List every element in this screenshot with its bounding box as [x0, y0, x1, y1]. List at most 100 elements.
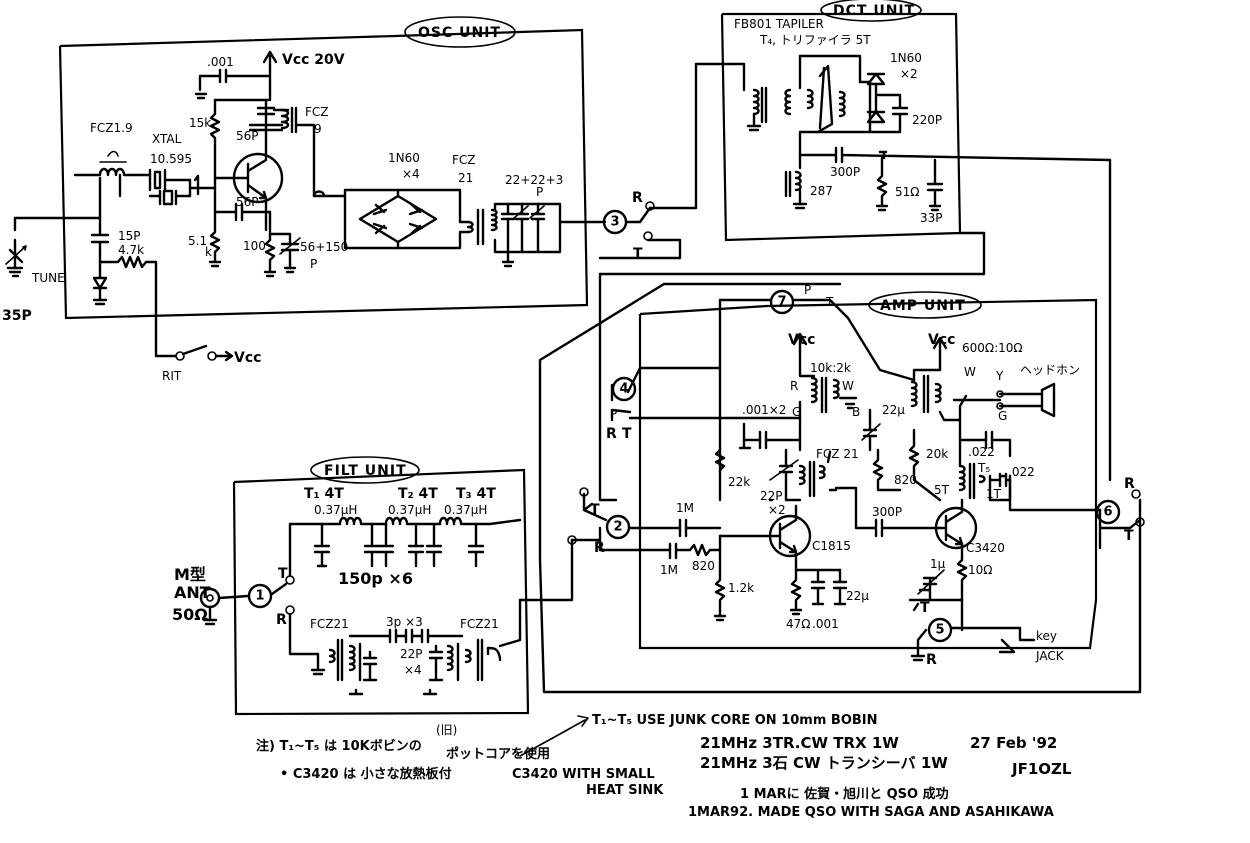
node-4: 4 [611, 376, 637, 402]
amp-vcc2: Vcc [928, 332, 955, 348]
filt-t2: T₂ 4T [398, 486, 438, 502]
node-6: 6 [1095, 499, 1121, 525]
osc-c224-label: 22+22+3 [505, 173, 563, 187]
amp-c300p: 300P [872, 505, 902, 519]
switch-5-t: T [920, 600, 930, 616]
note-call: JF1OZL [1011, 760, 1072, 778]
switch-1-t: T [278, 566, 288, 582]
node-3: 3 [602, 209, 628, 235]
amp-c022-a: .022 [968, 445, 995, 459]
osc-unit-title: OSC UNIT [418, 25, 501, 41]
osc-fcz9-label-b: 9 [314, 122, 322, 136]
amp-r20k: 20k [926, 447, 948, 461]
osc-fcz21-b: 21 [458, 171, 473, 185]
filt-ant1: M型 [174, 565, 206, 584]
amp-headphone: ヘッドホン [1020, 363, 1080, 377]
switch-3 [598, 201, 682, 260]
switch-6-t: T [1124, 528, 1134, 544]
node-4-label: 4 [619, 382, 628, 397]
amp-t5-5t: 5T [934, 483, 950, 497]
amp-r600-10: 600Ω:10Ω [962, 341, 1023, 355]
amp-unit-title: AMP UNIT [880, 298, 966, 314]
switch-3-r: R [632, 190, 643, 206]
osc-c15p-label: 15P [118, 229, 141, 243]
filt-unit-title: FILT UNIT [324, 463, 407, 479]
osc-unit-box [58, 28, 589, 320]
filt-c22p: 22P [400, 647, 423, 661]
osc-xtal-label: XTAL [152, 132, 182, 146]
filt-circuit [199, 516, 522, 696]
amp-vcc1: Vcc [788, 332, 815, 348]
amp-10k2k: 10k:2k [810, 361, 851, 375]
amp-r820-a: 820 [692, 559, 715, 573]
switch-5-r: R [926, 652, 937, 668]
osc-c001-label: .001 [207, 55, 234, 69]
amp-c22u: 22μ [846, 589, 869, 603]
osc-c224-p: P [536, 185, 543, 199]
amp-unit-title-oval [868, 291, 982, 319]
amp-fcz21: FCZ 21 [816, 447, 859, 461]
switch-2-r: R [594, 540, 605, 556]
amp-r12k: 1.2k [728, 581, 754, 595]
dct-t4-label: T₄, トリファイラ 5T [759, 33, 871, 47]
dct-1n60-label: 1N60 [890, 51, 922, 65]
filt-t3: T₃ 4T [456, 486, 496, 502]
note-spec2: 21MHz 3石 CW トランシーバ 1W [700, 754, 948, 772]
osc-c56150-b: P [310, 257, 317, 271]
dct-c220p-label: 220P [912, 113, 942, 127]
osc-fcz19-label: FCZ1.9 [90, 121, 133, 135]
amp-g2: G [998, 409, 1007, 423]
amp-c22p: 22P [760, 489, 783, 503]
switch-4-p: P [610, 407, 617, 421]
diode-ring [358, 194, 438, 244]
dct-circuit [598, 54, 1112, 502]
headphone-plug-a [996, 390, 1004, 398]
filt-fcz21-a: FCZ21 [310, 617, 349, 631]
osc-tune-label: TUNE [31, 271, 65, 285]
switch-2-t: T [590, 502, 600, 518]
amp-c1815: C1815 [812, 539, 851, 553]
amp-c22m: 22μ [882, 403, 905, 417]
osc-fcz9-label-a: FCZ [305, 105, 329, 119]
amp-w-label: W [842, 379, 854, 393]
switch-3-t: T [633, 246, 643, 262]
osc-rit-label: RIT [162, 369, 182, 383]
headphone-plug-b [996, 402, 1004, 410]
amp-c022-b: .022 [1008, 465, 1035, 479]
node-1: 1 [247, 583, 273, 609]
amp-t-label: T [825, 295, 834, 309]
dct-c300p-label: 300P [830, 165, 860, 179]
amp-r-label: R [790, 379, 798, 393]
amp-b-label: B [852, 405, 860, 419]
osc-r47k-label: 4.7k [118, 243, 144, 257]
amp-c3420: C3420 [966, 541, 1005, 555]
switch-1-r: R [276, 612, 287, 628]
osc-xtal-freq: 10.595 [150, 152, 192, 166]
dct-r287-label: 287 [810, 184, 833, 198]
osc-vcc-label: Vcc [234, 350, 261, 366]
amp-x2: ×2 [768, 503, 786, 517]
dct-fb801-label: FB801 TAPILER [734, 17, 824, 31]
osc-r51k-b: k [205, 245, 212, 259]
osc-circuit [5, 50, 607, 362]
amp-unit-box [638, 298, 1098, 650]
dct-c33p-label: 33P [920, 211, 943, 225]
amp-t5: T₅ [977, 461, 990, 475]
osc-r51k-a: 5.1 [188, 234, 207, 248]
node-2: 2 [605, 514, 631, 540]
filt-c150: 150p ×6 [338, 569, 413, 588]
amp-t5-1t: 1T [986, 487, 1002, 501]
filt-ant2: ANT [174, 583, 211, 602]
osc-unit-title-oval [404, 16, 516, 48]
amp-circuit [518, 282, 1145, 694]
filt-l037-c: 0.37μH [444, 503, 487, 517]
filt-t1: T₁ 4T [304, 486, 344, 502]
amp-p-label: P [804, 283, 811, 297]
note-spec1: 21MHz 3TR.CW TRX 1W [700, 734, 899, 752]
osc-r100-label: 100 [243, 239, 266, 253]
note-qso-en: 1MAR92. MADE QSO WITH SAGA AND ASAHIKAWA [688, 805, 1054, 820]
amp-y: Y [995, 369, 1004, 383]
node-3-label: 3 [610, 215, 619, 230]
switch-4-r: R [606, 426, 617, 442]
